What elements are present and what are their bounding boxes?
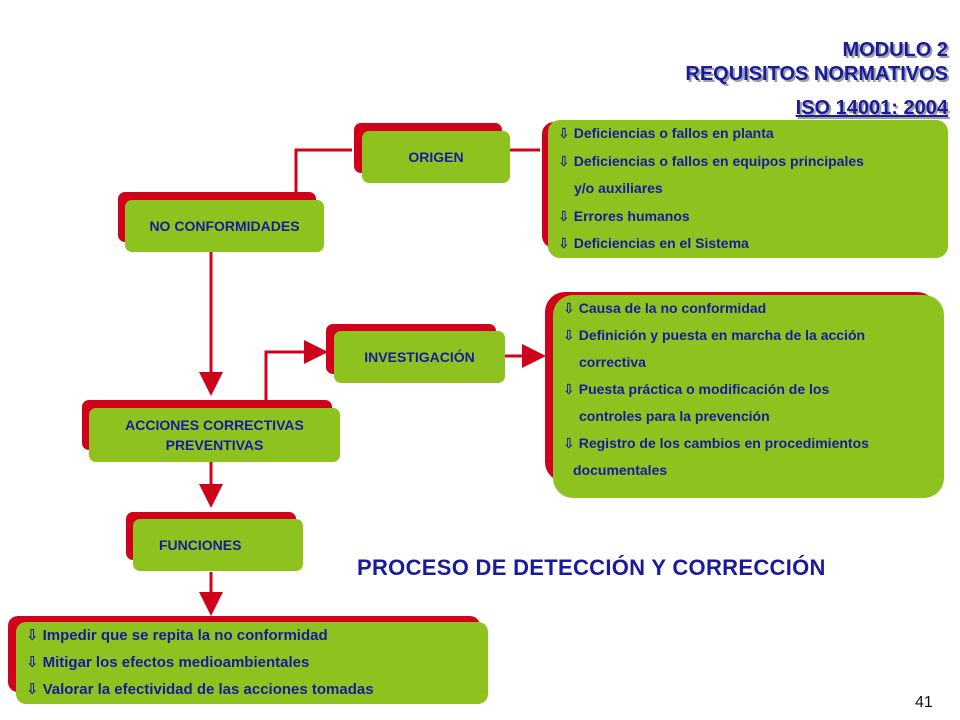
diagram-title: PROCESO DE DETECCIÓN Y CORRECCIÓN <box>357 555 826 580</box>
acciones-node: ACCIONES CORRECTIVAS PREVENTIVAS <box>89 408 340 462</box>
list-item: ⇩Mitigar los efectos medioambientales <box>26 654 310 671</box>
connector-nc-origen <box>294 148 352 192</box>
list-item: ⇩Puesta práctica o modificación de los <box>563 381 830 397</box>
list-item: documentales <box>573 462 668 478</box>
down-arrow-icon: ⇩ <box>563 300 575 316</box>
origen-label: ORIGEN <box>408 149 464 165</box>
list-item: correctiva <box>579 354 646 370</box>
header-standard: ISO 14001: 2004 <box>795 97 948 119</box>
list-item: ⇩Impedir que se repita la no conformidad <box>26 627 328 644</box>
down-arrow-icon: ⇩ <box>563 435 575 451</box>
down-arrow-icon: ⇩ <box>558 152 570 169</box>
list-item: ⇩Deficiencias o fallos en equipos princi… <box>558 152 864 169</box>
connector-acciones-investigacion <box>264 340 328 400</box>
down-arrow-icon: ⇩ <box>26 681 39 698</box>
funciones-list: ⇩Impedir que se repita la no conformidad… <box>16 622 488 704</box>
list-item: ⇩Deficiencias o fallos en planta <box>558 125 774 141</box>
down-arrow-icon: ⇩ <box>558 125 570 141</box>
header-module: MODULO 2 <box>842 39 948 61</box>
list-item: ⇩Valorar la efectividad de las acciones … <box>26 681 374 698</box>
page-number: 41 <box>915 694 933 711</box>
list-item: controles para la prevención <box>579 408 770 424</box>
down-arrow-icon: ⇩ <box>563 381 575 397</box>
down-arrow-icon: ⇩ <box>558 235 570 251</box>
list-item: ⇩Definición y puesta en marcha de la acc… <box>563 327 866 343</box>
down-arrow-icon: ⇩ <box>26 654 39 671</box>
no-conformidades-node: NO CONFORMIDADES <box>125 200 324 252</box>
list-item: ⇩Registro de los cambios en procedimient… <box>563 435 869 451</box>
down-arrow-icon: ⇩ <box>563 327 575 343</box>
funciones-label: FUNCIONES <box>159 537 242 553</box>
down-arrow-icon: ⇩ <box>26 627 39 644</box>
list-item: y/o auxiliares <box>574 180 663 196</box>
origen-node: ORIGEN <box>362 131 510 183</box>
list-item: ⇩Deficiencias en el Sistema <box>558 235 749 251</box>
acciones-label-line2: PREVENTIVAS <box>165 437 264 453</box>
list-item: ⇩Causa de la no conformidad <box>563 300 767 316</box>
origen-list: ⇩Deficiencias o fallos en planta ⇩Defici… <box>548 120 948 258</box>
no-conformidades-label: NO CONFORMIDADES <box>149 218 300 234</box>
investigacion-node: INVESTIGACIÓN <box>334 331 505 383</box>
investigacion-list: ⇩Causa de la no conformidad ⇩Definición … <box>553 295 944 498</box>
header-requirements: REQUISITOS NORMATIVOS <box>685 63 948 85</box>
down-arrow-icon: ⇩ <box>558 207 570 224</box>
list-item: ⇩Errores humanos <box>558 207 690 224</box>
acciones-label-line1: ACCIONES CORRECTIVAS <box>125 417 304 433</box>
investigacion-label: INVESTIGACIÓN <box>364 349 475 365</box>
funciones-node: FUNCIONES <box>133 519 303 571</box>
